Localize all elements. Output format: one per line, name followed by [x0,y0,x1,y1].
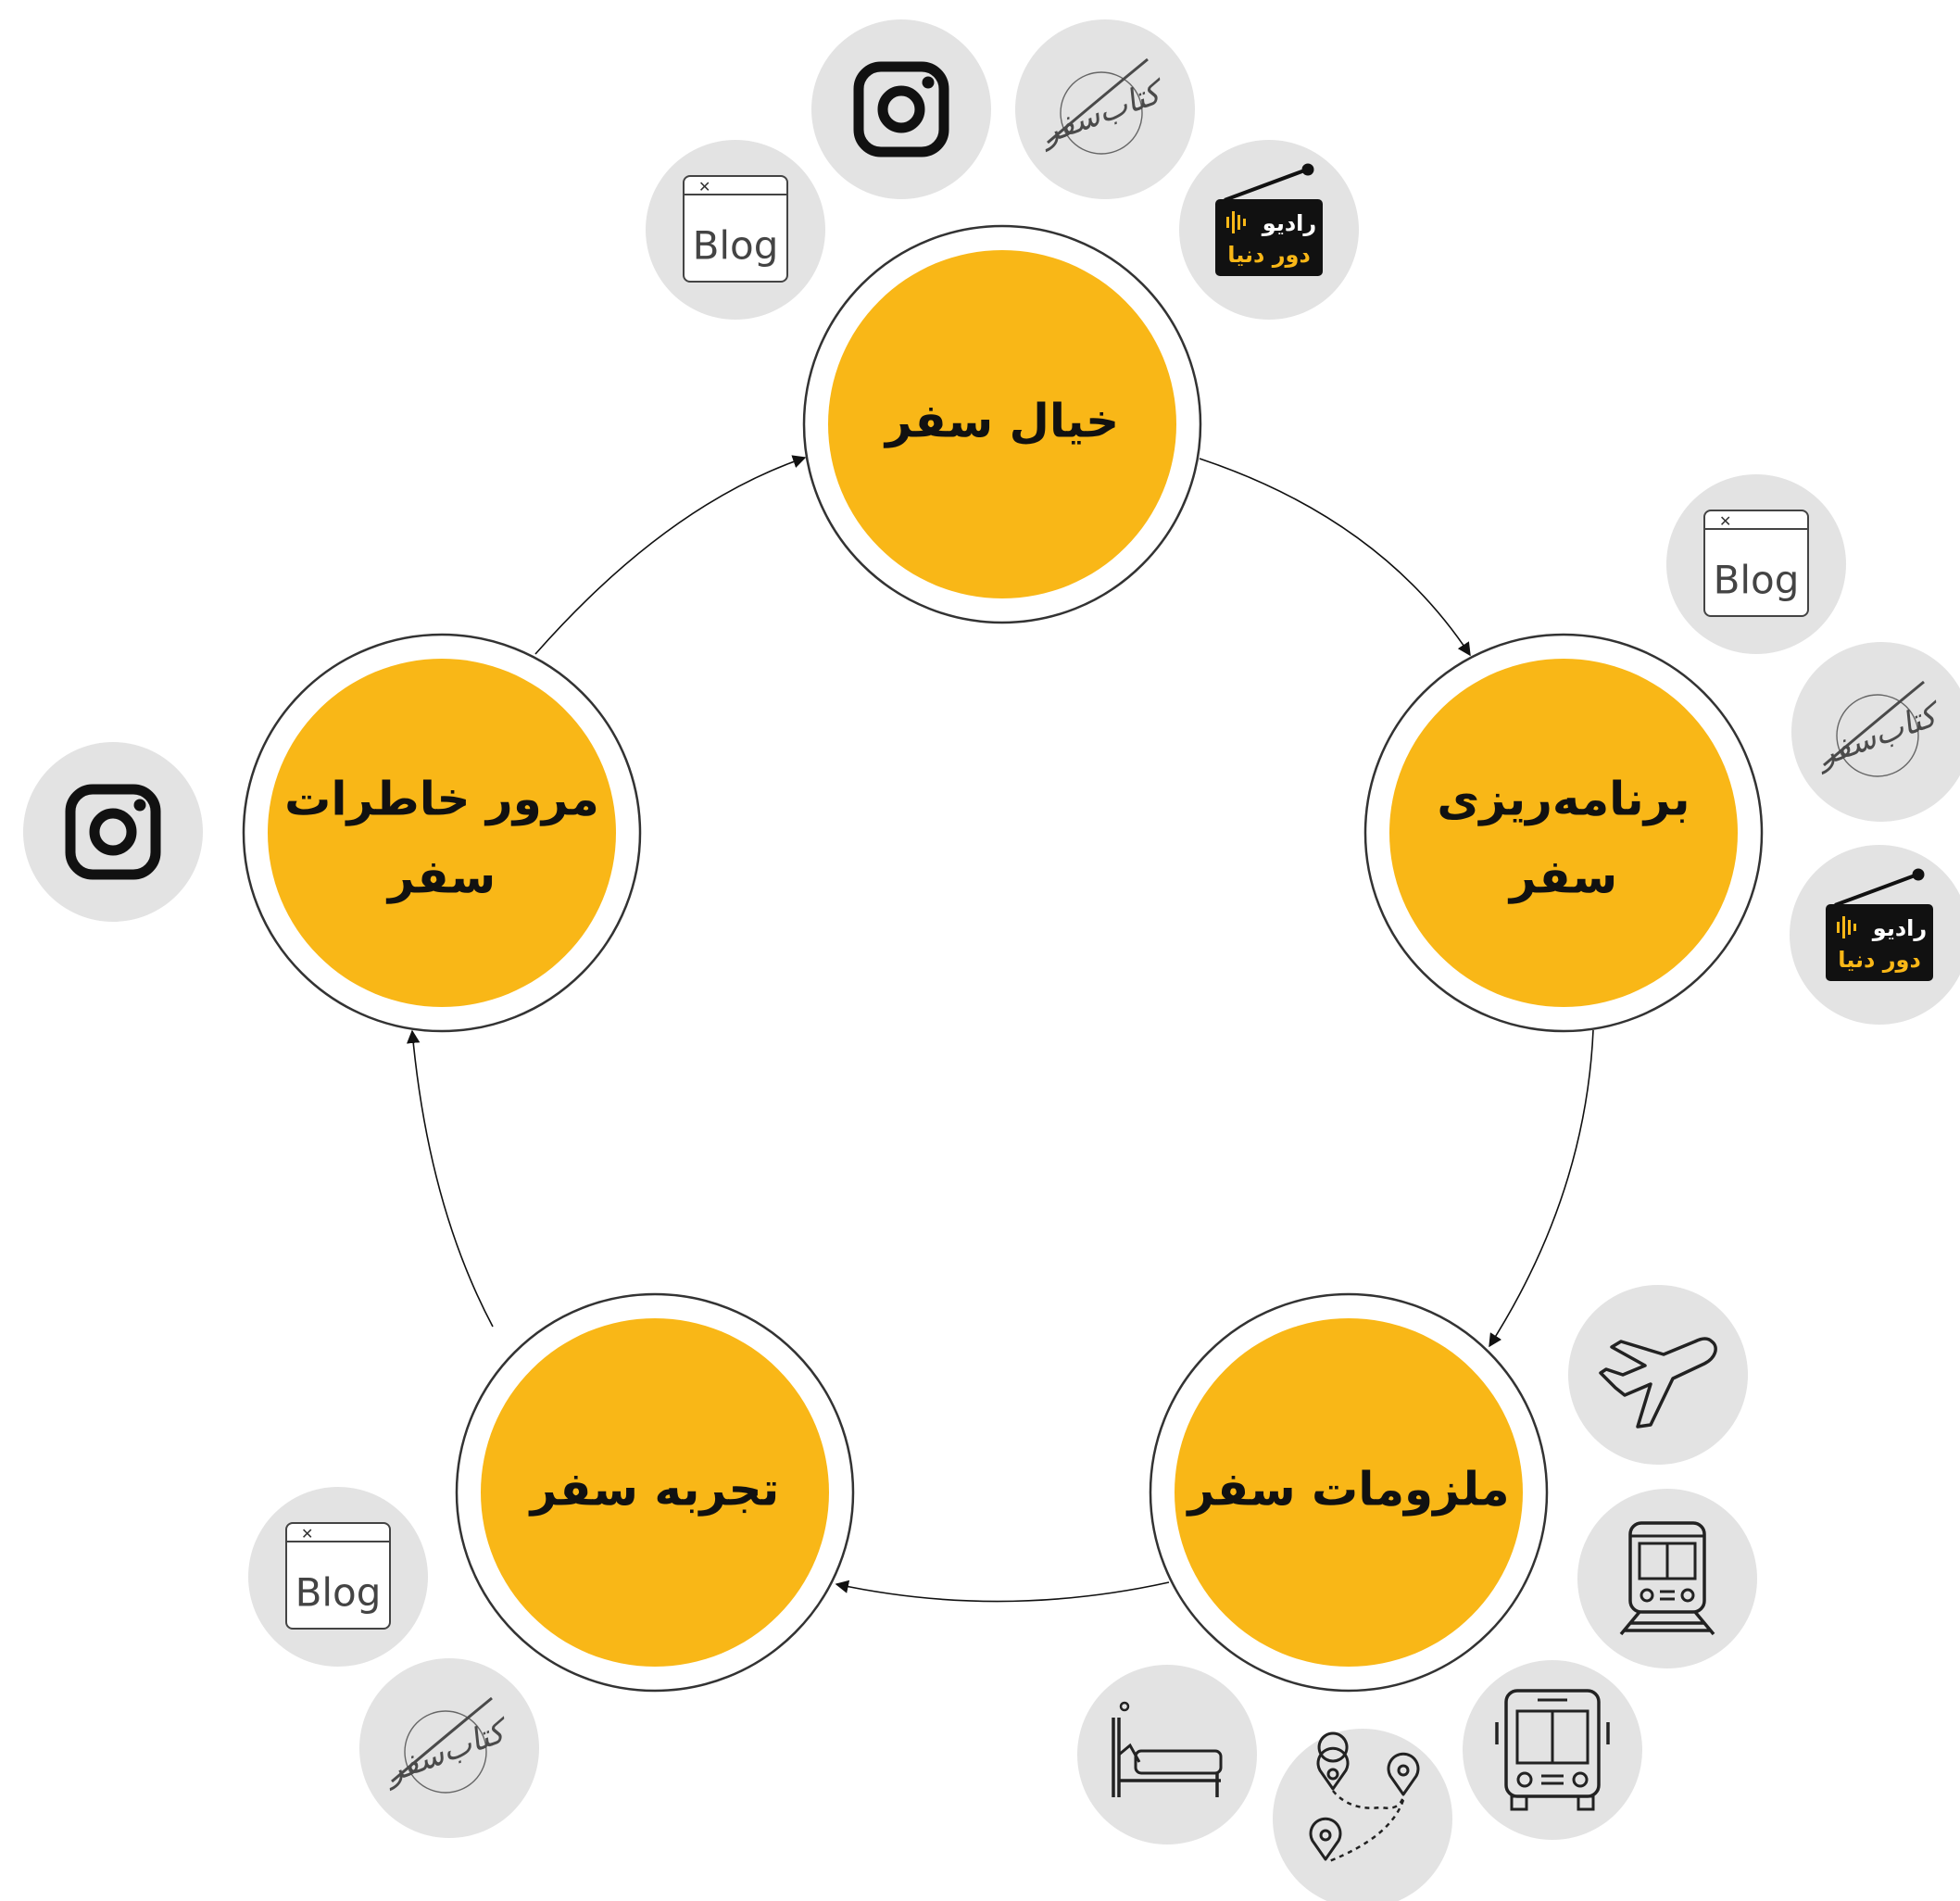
svg-text:✕: ✕ [301,1525,313,1542]
cycle-arrows [407,455,1594,1603]
svg-text:Blog: Blog [693,223,779,269]
stage-essentials: ملزومات سفر [1149,1292,1549,1693]
stage-label-line-1: مرور خاطرات [284,773,599,827]
ketab-safar-icon[interactable]: کتاب‌سفر [1015,19,1195,199]
instagram-icon[interactable] [811,19,991,199]
arrow-experience-to-memories [407,1029,494,1328]
radio-dordonya-icon[interactable]: رادیو دور دنیا [1790,845,1960,1025]
airplane-icon[interactable] [1568,1285,1748,1465]
svg-text:Blog: Blog [1714,558,1800,603]
stage-label: ملزومات سفر [1185,1463,1509,1517]
svg-text:✕: ✕ [1719,512,1731,530]
svg-text:دور دنیا: دور دنیا [1227,242,1311,268]
arrow-plan-to-essentials [1489,1029,1594,1348]
stage-experience: تجربه سفر [455,1292,855,1693]
stage-plan: برنامه‌ریزی سفر [1363,633,1764,1033]
stage-label-line-1: برنامه‌ریزی [1437,773,1690,827]
arrow-essentials-to-experience [835,1580,1170,1603]
ketab-safar-icon[interactable]: کتاب‌سفر [359,1658,539,1838]
instagram-icon[interactable] [23,742,203,922]
stage-imagine: خیال سفر [802,224,1202,624]
svg-text:دور دنیا: دور دنیا [1838,947,1921,973]
blog-icon[interactable]: ✕ Blog [646,140,825,320]
svg-text:✕: ✕ [698,178,710,195]
radio-dordonya-icon[interactable]: رادیو دور دنیا [1179,140,1359,320]
stage-label: خیال سفر [883,395,1119,449]
svg-text:رادیو: رادیو [1262,210,1316,236]
route-map-icon[interactable] [1273,1729,1452,1901]
svg-text:رادیو: رادیو [1872,915,1927,941]
ketab-safar-icon[interactable]: کتاب‌سفر [1791,642,1960,822]
arrow-imagine-to-plan [1199,458,1471,657]
blog-icon[interactable]: ✕ Blog [1666,474,1846,654]
svg-text:Blog: Blog [295,1570,382,1616]
stage-memories: مرور خاطرات سفر [242,633,642,1033]
stage-label-line-2: سفر [385,850,496,905]
stage-label: تجربه سفر [528,1463,780,1517]
bed-icon[interactable] [1077,1665,1257,1844]
blog-icon[interactable]: ✕ Blog [248,1487,428,1667]
bus-icon[interactable] [1463,1660,1642,1840]
arrow-memories-to-imagine [534,455,807,655]
train-icon[interactable] [1577,1489,1757,1668]
stage-label-line-2: سفر [1507,850,1617,905]
